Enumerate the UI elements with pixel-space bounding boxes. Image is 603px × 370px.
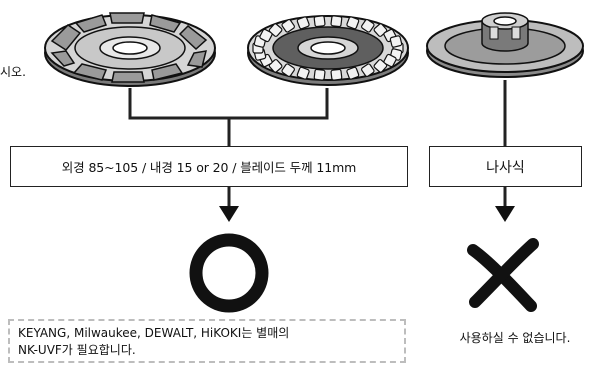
incompatible-note: 사용하실 수 없습니다.	[459, 331, 571, 345]
left-note-fragment: 시오.	[0, 65, 26, 79]
compatibility-note-line1: KEYANG, Milwaukee, DEWALT, HiKOKI는 별매의	[18, 326, 290, 340]
wheel-bracket-line	[128, 88, 329, 120]
spec-label-box: 외경 85~105 / 내경 15 or 20 / 블레이드 두께 11mm	[10, 146, 408, 187]
compatibility-note-box: KEYANG, Milwaukee, DEWALT, HiKOKI는 별매의 N…	[8, 319, 406, 363]
toothed-cup-wheel-icon	[247, 15, 409, 86]
segmented-cup-wheel-icon	[44, 12, 216, 87]
spec-label: 외경 85~105 / 내경 15 or 20 / 블레이드 두께 11mm	[61, 160, 357, 175]
threaded-hub-wheel-icon	[426, 12, 584, 78]
thread-arrow-head	[495, 206, 515, 222]
thread-type-label: 나사식	[486, 159, 525, 176]
spec-arrow-head	[219, 206, 239, 222]
x-mark-icon	[467, 238, 539, 312]
thread-type-box: 나사식	[429, 146, 582, 187]
compatibility-note-line2: NK-UVF가 필요합니다.	[18, 343, 136, 357]
circle-ok-icon	[189, 233, 269, 313]
